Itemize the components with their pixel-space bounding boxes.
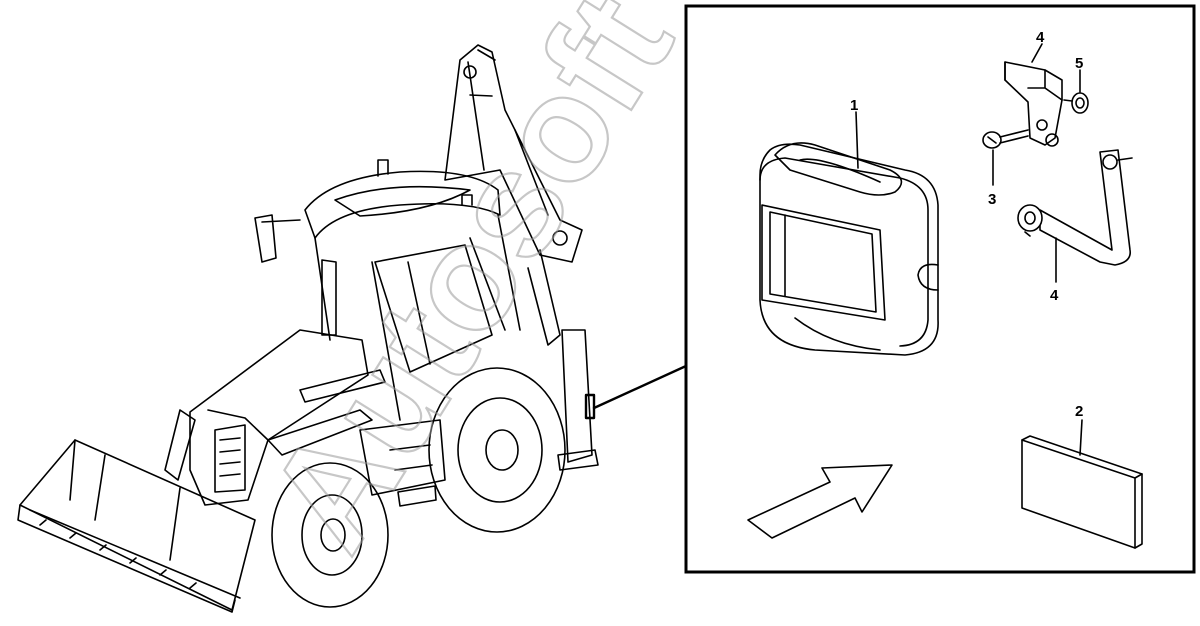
- leader-lines: [855, 43, 1083, 456]
- callout-4-upper-bracket: 4: [1036, 29, 1045, 46]
- nut-part: [1063, 92, 1089, 114]
- lower-bracket-part: [1017, 149, 1133, 266]
- callout-4-lower-bracket: 4: [1050, 287, 1059, 304]
- lamp-unit-part: [759, 142, 939, 356]
- detail-frame: [684, 4, 1196, 574]
- upper-bracket-part: [1004, 61, 1063, 147]
- callout-1-lamp-unit: 1: [850, 97, 858, 114]
- backhoe-loader-illustration: [17, 44, 688, 613]
- callout-5-nut: 5: [1075, 55, 1083, 72]
- direction-arrow-icon: [747, 464, 893, 539]
- watermark-text: Autosoft: [235, 0, 704, 577]
- bolt-part: [982, 129, 1029, 149]
- callout-3-bolt: 3: [988, 191, 996, 208]
- reflector-part: [1021, 435, 1143, 549]
- callout-2-reflector: 2: [1075, 403, 1083, 420]
